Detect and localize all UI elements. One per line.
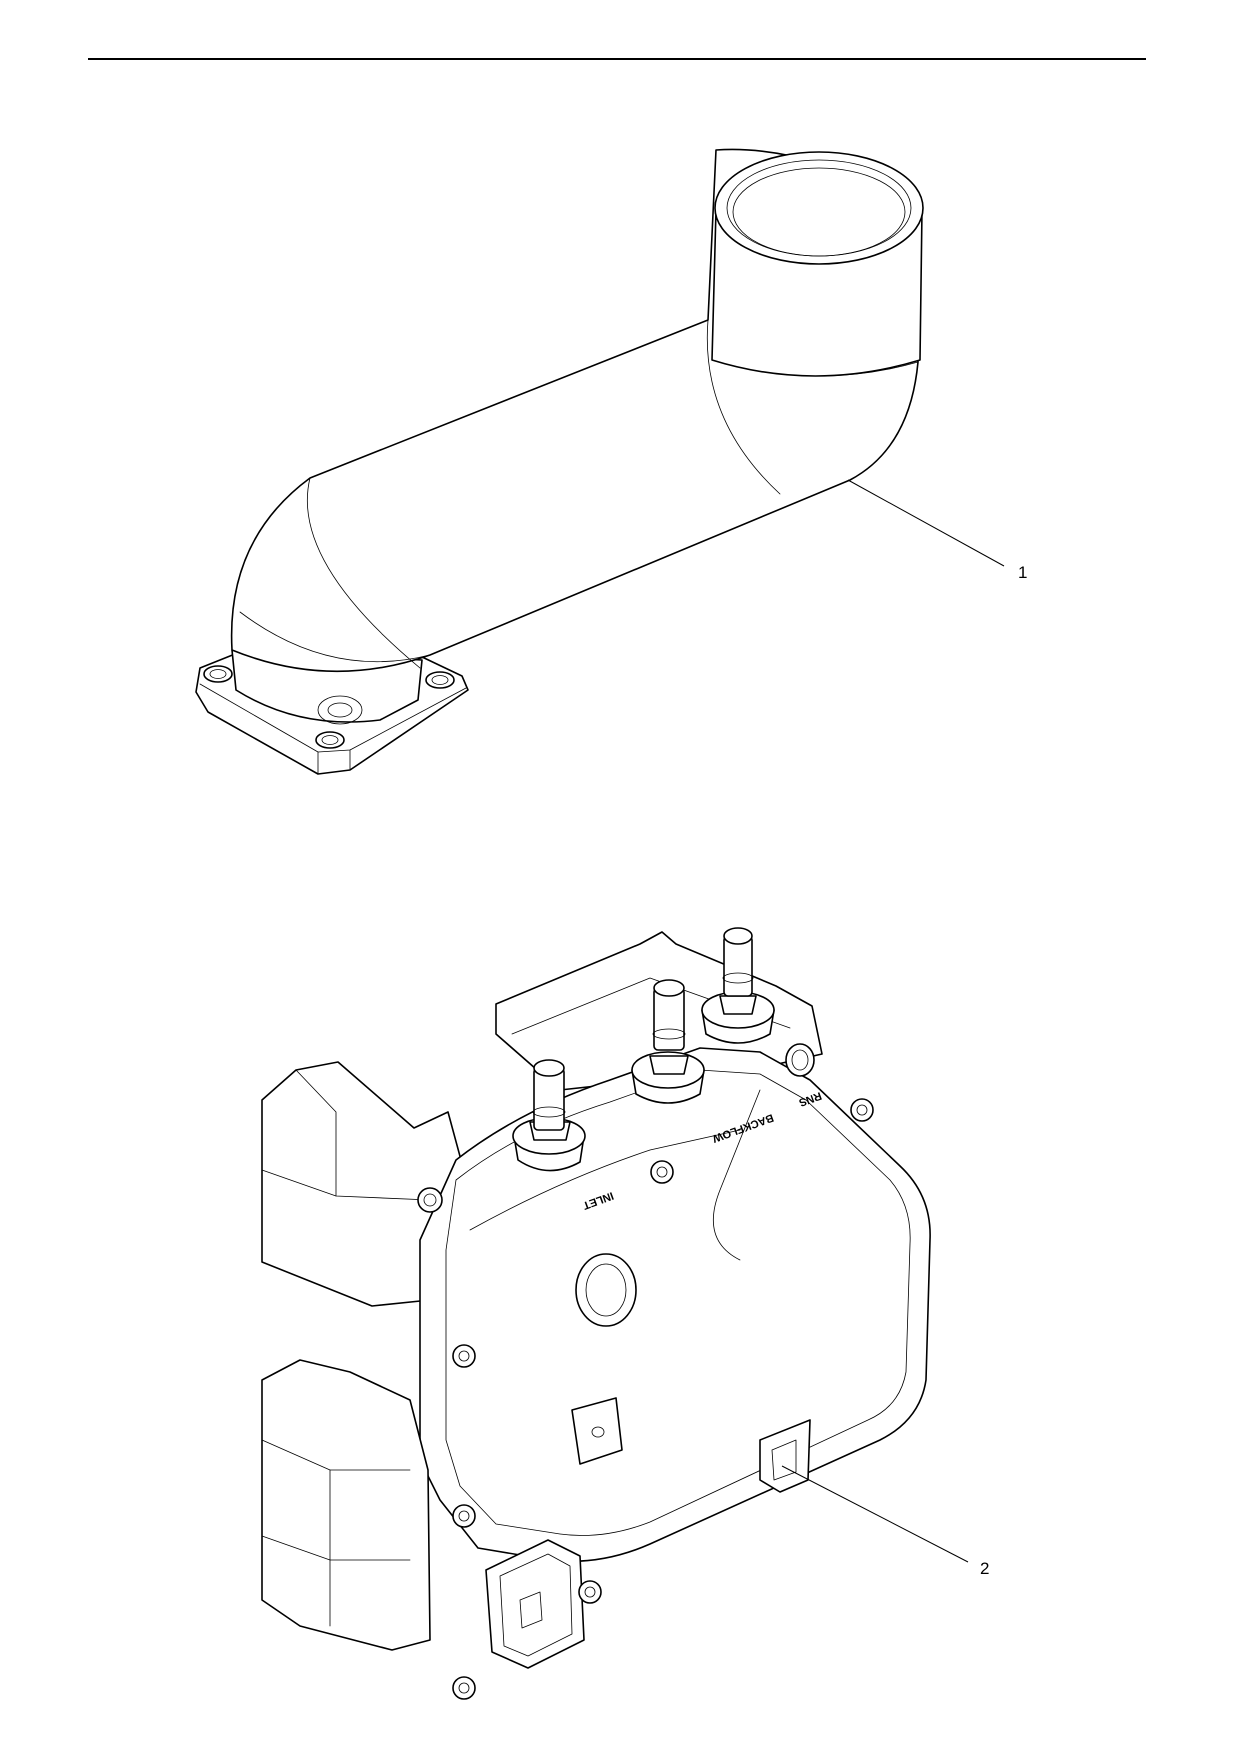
callout-2-leader xyxy=(781,1465,969,1563)
callout-2-label: 2 xyxy=(980,1559,989,1578)
fitting-inlet xyxy=(512,1059,586,1172)
part-2-dosing-module: INLET BACKFLOW RNS 2 xyxy=(261,927,989,1700)
part-1-elbow-pipe: 1 xyxy=(195,148,1027,775)
header-rule xyxy=(88,58,1146,60)
callout-1-label: 1 xyxy=(1018,563,1027,582)
fitting-backflow xyxy=(631,979,705,1104)
fitting-third xyxy=(701,927,775,1044)
callout-1-leader xyxy=(847,479,1005,567)
housing-bolts xyxy=(417,1043,874,1700)
